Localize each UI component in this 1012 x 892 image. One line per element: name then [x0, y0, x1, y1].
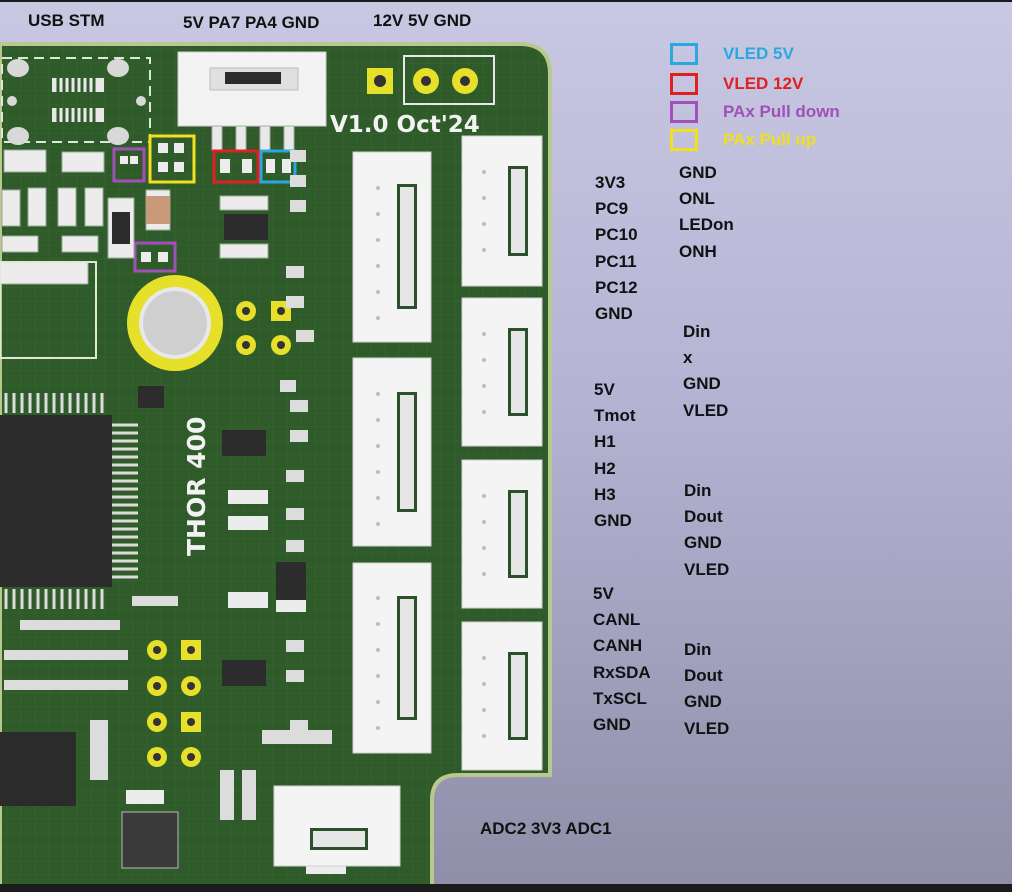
pin-label: 3V3 — [595, 173, 626, 192]
pin-label: GND — [684, 533, 722, 553]
bottom-border — [0, 884, 1012, 892]
pin-label: x — [683, 348, 693, 368]
top-border — [0, 0, 1012, 2]
pin-label: CANH — [593, 636, 643, 656]
pin-label: LEDon — [679, 215, 734, 235]
legend-label: PAx Pull down — [723, 102, 840, 121]
pin-label: Dout — [684, 666, 723, 686]
pinout-conn-c-left: 5V Tmot H1 H2 H3 GND — [594, 377, 636, 534]
pin-label: Din — [684, 640, 712, 659]
pin-label: CANL — [593, 610, 641, 630]
pin-label: Dout — [684, 507, 723, 527]
pinout-conn-d-right: Din Dout GND VLED — [684, 637, 729, 742]
pin-label: VLED — [684, 559, 730, 579]
legend-item-pull-down: PAx Pull down — [668, 99, 888, 125]
pin-label: H3 — [594, 484, 616, 504]
legend-item-pull-up: PAx Pull up — [668, 127, 888, 153]
connector-left-bottom — [352, 562, 432, 754]
pin-label: PC12 — [595, 277, 638, 297]
pin-label: ONL — [679, 189, 715, 209]
pin-label: VLED — [683, 400, 729, 420]
pin-label: GND — [593, 714, 631, 734]
legend-label: VLED 12V — [723, 74, 804, 93]
usb-stm-label: USB STM — [28, 11, 105, 30]
pin-label: H1 — [594, 432, 616, 452]
pin-label: PC9 — [595, 199, 629, 219]
pinout-conn-c-right: Din Dout GND VLED — [684, 478, 729, 583]
pin-label: GND — [683, 374, 721, 394]
top-connector-pin-label: 5V PA7 PA4 GND — [183, 13, 320, 32]
pin-label: VLED — [684, 718, 730, 738]
model-silkscreen: THOR 400 — [182, 417, 211, 556]
legend-label: PAx Pull up — [723, 130, 817, 149]
pin-label: PC10 — [595, 225, 638, 245]
pinout-conn-b-right: Din x GND VLED — [683, 319, 728, 424]
pin-label: GND — [679, 163, 717, 182]
power-pin-label: 12V 5V GND — [373, 11, 472, 30]
pin-label: Tmot — [594, 406, 636, 426]
pin-label: H2 — [594, 458, 616, 478]
legend-swatch — [670, 43, 698, 65]
legend-swatch — [670, 129, 698, 151]
legend-swatch — [670, 101, 698, 123]
pin-label: GND — [684, 692, 722, 712]
legend-label: VLED 5V — [723, 44, 794, 63]
connector-left-mid — [352, 357, 432, 547]
pin-label: 5V — [593, 584, 614, 603]
legend-item-vled-12v: VLED 12V — [668, 71, 888, 97]
version-silkscreen: V1.0 Oct'24 — [330, 112, 480, 138]
pinout-conn-d-left: 5V CANL CANH RxSDA TxSCL GND — [593, 581, 651, 738]
adc-pin-label: ADC2 3V3 ADC1 — [480, 819, 612, 838]
pin-label: Din — [684, 481, 712, 500]
connector-left-top — [352, 151, 432, 343]
pin-label: TxSCL — [593, 688, 647, 708]
pin-label: GND — [594, 510, 632, 530]
pin-label: Din — [683, 322, 711, 341]
legend-swatch — [670, 73, 698, 95]
pin-label: PC11 — [595, 251, 637, 271]
pin-label: RxSDA — [593, 662, 651, 682]
pinout-conn-a-left: 3V3 PC9 PC10 PC11 PC12 GND — [595, 170, 638, 327]
pin-label: GND — [595, 303, 633, 323]
legend-item-vled-5v: VLED 5V — [668, 41, 888, 67]
pin-label: ONH — [679, 241, 717, 261]
pinout-conn-a-right: GND ONL LEDon ONH — [679, 160, 734, 265]
pin-label: 5V — [594, 380, 615, 399]
